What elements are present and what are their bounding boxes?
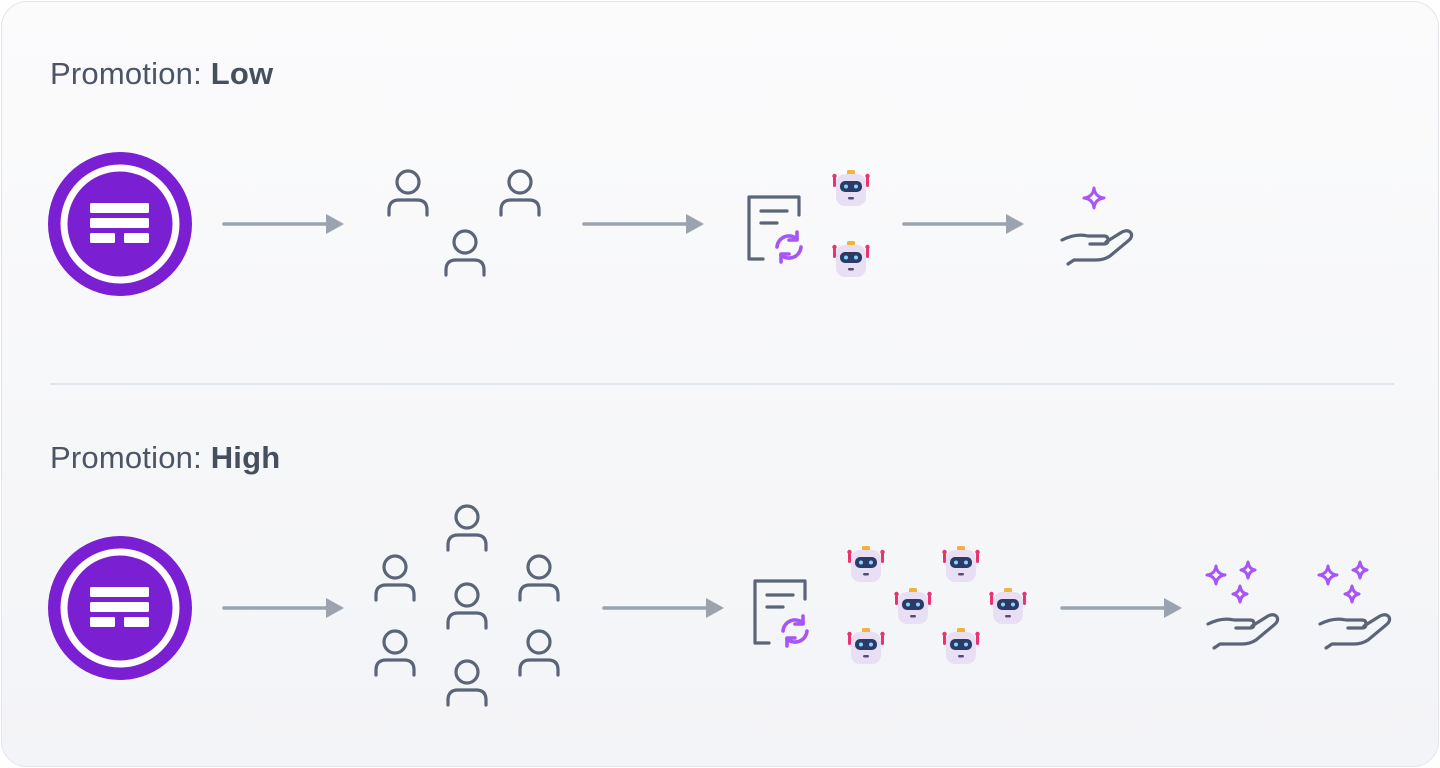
hand-sparkles-icon [1317, 560, 1392, 650]
robot-group-low [832, 170, 870, 277]
user-icon [446, 659, 488, 707]
row-high-flow [48, 504, 1392, 707]
arrow-icon [222, 212, 346, 236]
row-title-high-level: High [210, 440, 281, 475]
user-icon [444, 229, 486, 277]
row-title-high-prefix: Promotion: [50, 440, 211, 475]
row-title-low: Promotion: Low [50, 56, 273, 92]
arrow-icon [602, 596, 726, 620]
user-icon [518, 629, 560, 677]
user-icon [374, 554, 416, 602]
row-divider [50, 383, 1394, 385]
arrow-icon [1060, 596, 1184, 620]
user-icon [387, 169, 429, 217]
robot-icon [942, 546, 980, 582]
document-sync-icon [747, 195, 803, 264]
user-icon [518, 554, 560, 602]
arrow-icon [582, 212, 706, 236]
robot-icon [832, 241, 870, 277]
user-group-low [387, 169, 541, 277]
row-title-low-prefix: Promotion: [50, 56, 211, 91]
arrow-icon [222, 596, 346, 620]
row-low-flow [48, 152, 1134, 296]
user-icon [499, 169, 541, 217]
robot-icon [942, 628, 980, 664]
arrow-icon [902, 212, 1026, 236]
user-icon [374, 629, 416, 677]
row-title-low-level: Low [210, 56, 274, 91]
user-icon [446, 582, 488, 630]
user-group-high [374, 504, 560, 707]
robot-group-high [847, 546, 1027, 664]
row-title-high: Promotion: High [50, 440, 280, 476]
document-sync-icon [753, 579, 809, 648]
hand-sparkles-icon [1205, 560, 1280, 650]
robot-icon [894, 588, 932, 624]
robot-icon [989, 588, 1027, 624]
robot-icon [832, 170, 870, 206]
robot-icon [847, 628, 885, 664]
brand-logo-icon [48, 152, 192, 296]
brand-logo-icon [48, 536, 192, 680]
hand-sparkles-icon [1060, 186, 1134, 266]
user-icon [446, 504, 488, 552]
robot-icon [847, 546, 885, 582]
